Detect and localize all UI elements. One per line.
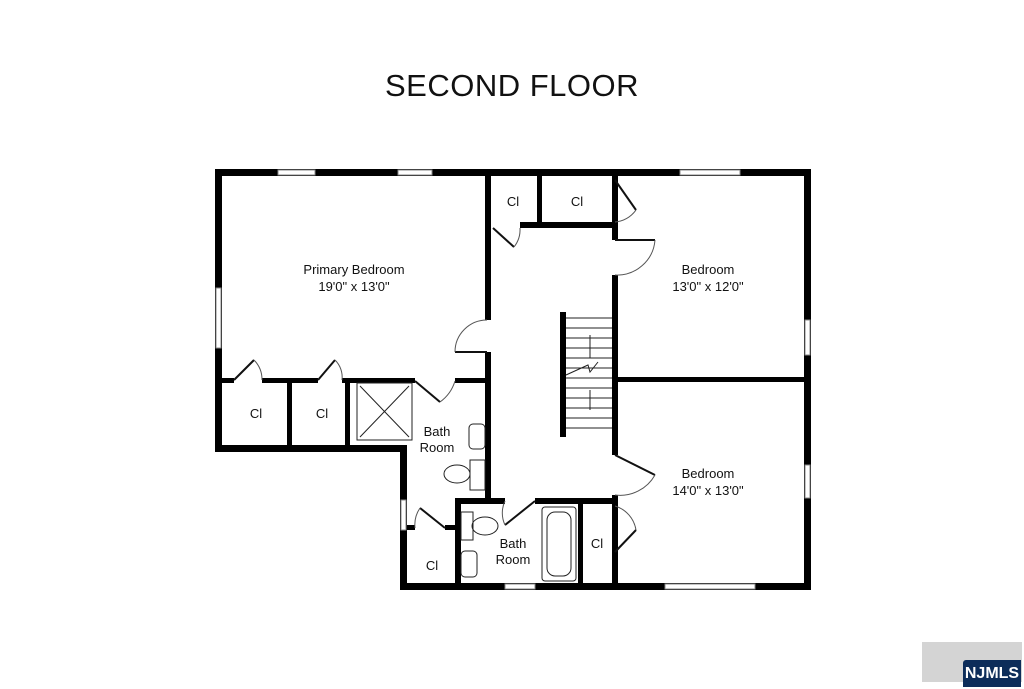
bath-2-label: Bath	[500, 536, 527, 551]
closet-label: Cl	[571, 194, 583, 209]
bedroom-1-size: 13'0" x 12'0"	[672, 279, 744, 294]
windows	[215, 169, 811, 590]
bathtub	[541, 506, 577, 582]
stair-direction-arrow	[565, 335, 599, 410]
primary-bedroom-label: Primary Bedroom	[303, 262, 404, 277]
closet-label: Cl	[507, 194, 519, 209]
interior-walls	[222, 176, 804, 590]
toilet-tank-1	[469, 459, 486, 491]
bedroom-1-label: Bedroom	[682, 262, 735, 277]
shower	[356, 382, 413, 441]
primary-bedroom-size: 19'0" x 13'0"	[318, 279, 390, 294]
toilet-1	[443, 464, 471, 484]
floor-title: SECOND FLOOR	[384, 68, 640, 103]
closet-label: Cl	[426, 558, 438, 573]
stairs	[565, 317, 612, 429]
sink-2	[460, 550, 478, 578]
doors	[233, 179, 656, 553]
closet-label: Cl	[250, 406, 262, 421]
bedroom-2-label: Bedroom	[682, 466, 735, 481]
toilet-2	[471, 516, 499, 536]
bedroom-2-size: 14'0" x 13'0"	[672, 483, 744, 498]
toilet-tank-2	[460, 511, 474, 541]
fixtures	[356, 382, 577, 582]
bath-1-label: Bath	[424, 424, 451, 439]
closet-label: Cl	[316, 406, 328, 421]
njmls-badge: NJMLS	[963, 660, 1021, 687]
sink-1	[468, 423, 486, 450]
bath-2-label-2: Room	[496, 552, 531, 567]
bath-1-label-2: Room	[420, 440, 455, 455]
closet-label: Cl	[591, 536, 603, 551]
